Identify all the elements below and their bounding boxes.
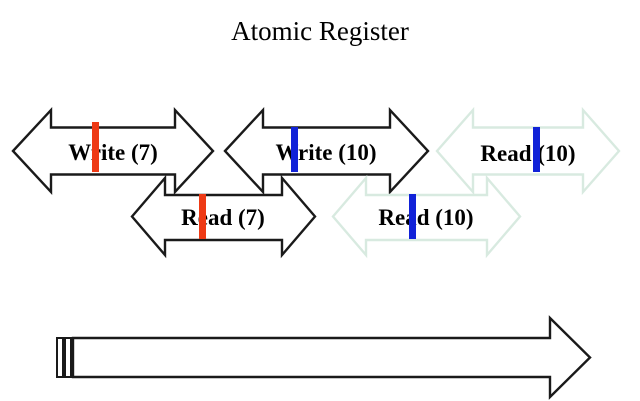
read10-top-arrow: Read (10)	[435, 106, 621, 196]
operation-label: Read (7)	[181, 205, 265, 230]
timeline-arrow	[56, 315, 592, 400]
linearization-tick	[291, 127, 298, 172]
timeline-arrow-shape	[71, 315, 592, 400]
double-arrow-shape	[223, 106, 430, 196]
double-arrow-shape	[331, 174, 522, 259]
read10-bottom-arrow: Read (10)	[331, 174, 522, 259]
read7-arrow: Read (7)	[130, 174, 317, 259]
timeline-start-bar	[56, 337, 64, 378]
write7-arrow: Write (7)	[11, 106, 215, 196]
double-arrow-shape	[130, 174, 317, 259]
timeline-start-bar	[64, 337, 72, 378]
operation-label: Read (10)	[480, 141, 575, 166]
operation-label: Write (10)	[275, 140, 376, 165]
double-arrow-shape	[11, 106, 215, 196]
operation-label: Read (10)	[378, 205, 473, 230]
operation-label: Write (7)	[68, 140, 158, 165]
write10-arrow: Write (10)	[223, 106, 430, 196]
linearization-tick	[533, 127, 540, 172]
linearization-tick	[199, 194, 206, 239]
diagram-title: Atomic Register	[231, 16, 409, 46]
double-arrow-shape	[435, 106, 621, 196]
linearization-tick	[92, 122, 99, 172]
linearization-tick	[409, 194, 416, 239]
